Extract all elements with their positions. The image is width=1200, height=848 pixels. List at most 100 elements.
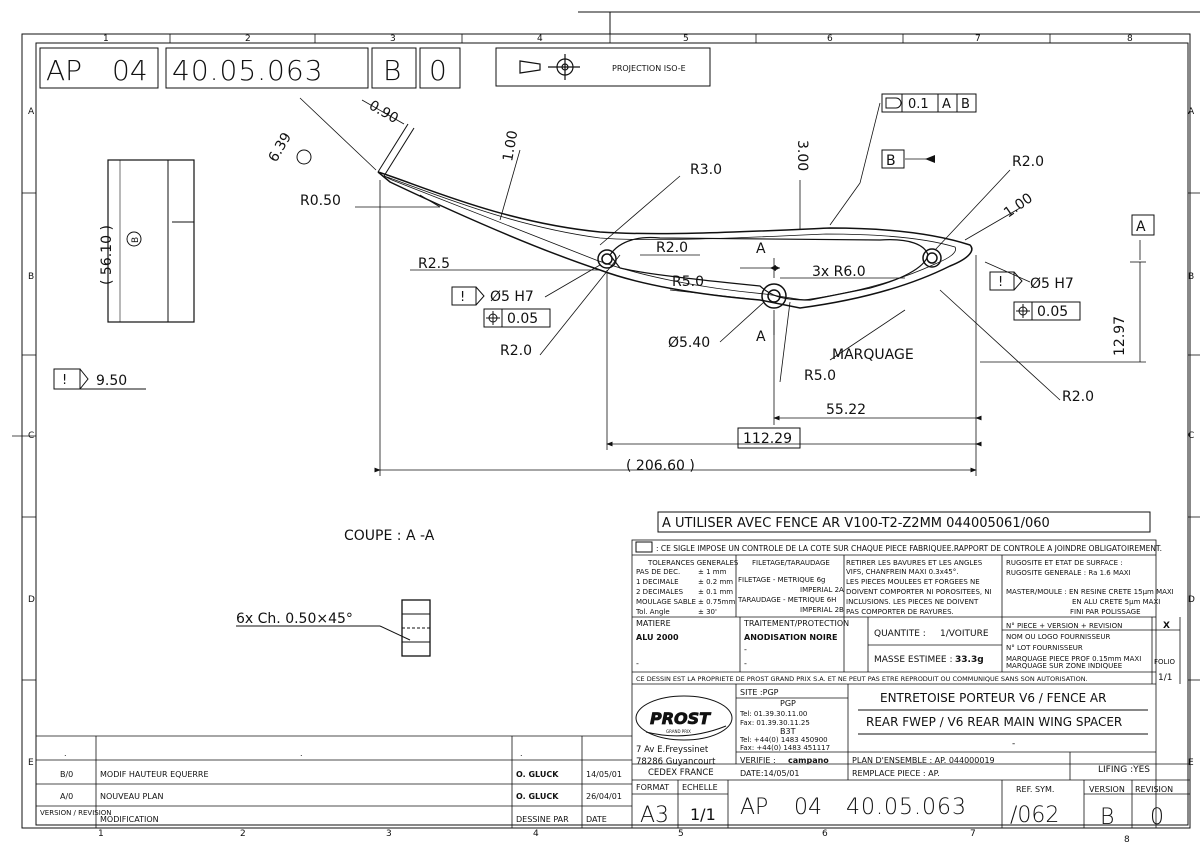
col-label: 5 [683,34,689,44]
filetage-line: IMPERIAL 2A [800,586,844,594]
datum-b-label: B [886,153,896,169]
tol-row-1-val: ± 0.2 mm [698,578,733,586]
traitement-value: ANODISATION NOIRE [744,633,837,642]
rev-modification: MODIF HAUTEUR EQUERRE [100,770,209,779]
rev-h-modification: MODIFICATION [100,815,159,824]
row-label: E [1188,758,1194,768]
matiere-label: MATIERE [636,619,671,628]
tol-row-2-label: 2 DECIMALES [636,588,684,596]
dim-112-29: 112.29 [743,431,792,447]
title-dash: - [1012,739,1015,749]
filetage-line: TARAUDAGE - METRIQUE 6H [737,596,836,604]
version-value: B [1100,805,1114,830]
header-ap: AP [46,54,82,87]
position-icon [486,311,500,325]
marquage-label: MARQUAGE [832,347,914,363]
site-tel1: Tel: 01.39.30.11.00 [739,710,807,718]
svg-text:-: - [744,645,747,654]
filetage-title: FILETAGE/TARAUDAGE [752,559,830,567]
dim-r2-5: R2.5 [418,256,450,272]
col-label: 1 [98,829,104,839]
header-ap-num: 04 [112,54,148,87]
col-label: 4 [533,829,539,839]
row-label: A [28,107,35,117]
row-label: A [1188,107,1195,117]
title-fr: ENTRETOISE PORTEUR V6 / FENCE AR [880,691,1106,705]
rugosite-line: MASTER/MOULE : EN RESINE CRETE 15µm MAXI [1006,588,1174,596]
masse-value: 33.3g [955,655,984,665]
tol-row-3-val: ± 0.75mm [698,598,735,606]
flatness-frame: 0.1 A B [881,93,977,113]
site-fax2: Fax: +44(0) 1483 451117 [740,744,830,752]
col-label: 4 [537,34,543,44]
flatness-value: 0.1 [908,97,929,112]
tol-row-3-label: MOULAGE SABLE [636,598,696,606]
hole-callout-right: ! Ø5 H7 0.05 [989,271,1081,321]
bavures-line: VIFS, CHANFREIN MAXI 0.3x45°. [846,568,959,576]
masse-label: MASSE ESTIMEE : [874,655,952,665]
col-label: 7 [975,34,981,44]
rev-drawn-by: O. GLUCK [516,792,559,801]
column-markers: 1 2 3 4 5 6 7 8 1 2 3 4 5 6 7 8 A B C D … [28,34,1195,845]
header-block: AP 04 40.05.063 B 0 PROJECTION ISO-E [39,47,711,89]
traitement-label: TRAITEMENT/PROTECTION [743,619,849,628]
site-b3t: B3T [780,727,796,736]
col-label: 2 [240,829,246,839]
col-label: 8 [1124,835,1130,845]
hole-left-size: Ø5 H7 [490,289,534,305]
site-fax1: Fax: 01.39.30.11.25 [740,719,810,727]
version-label: VERSION [1089,785,1125,794]
folio-value: 1/1 [1158,673,1172,683]
flatness-datum-a: A [942,97,951,112]
col-label: 3 [386,829,392,839]
dim-206-60: ( 206.60 ) [626,458,695,474]
row-label: E [28,758,34,768]
col-label: 3 [390,34,396,44]
quantite-value: 1/VOITURE [940,629,989,639]
row-label: B [1188,272,1194,282]
row-label: C [1188,431,1194,441]
rev-version: B/0 [60,770,73,779]
revision-table [36,735,632,828]
bavures-line: RETIRER LES BAVURES ET LES ANGLES [846,559,983,567]
datum-a-label: A [1136,219,1146,235]
title-block [631,539,1190,829]
flatness-datum-b: B [961,97,970,112]
logo-tagline: GRAND PRIX [666,729,691,734]
marking-line: N° LOT FOURNISSEUR [1006,644,1083,652]
marking-x: X [1163,621,1170,631]
header-part-number: 40.05.063 [172,54,324,87]
tol-row-2-val: ± 0.1 mm [698,588,733,596]
side-datum-label: B [131,237,141,243]
dim-0-90: 0.90 [366,98,401,127]
col-label: 6 [822,829,828,839]
thickness-note: 9.50 [96,373,127,389]
lifing: LIFING :YES [1098,765,1150,775]
dim-1-00-b: 1.00 [1001,190,1036,221]
hole-callout-left: ! Ø5 H7 0.05 [451,286,551,328]
pos-left-value: 0.05 [507,311,538,327]
rev-version: A/0 [60,792,73,801]
rev-date: 14/05/01 [586,770,622,779]
dim-1-00-a: 1.00 [500,129,521,162]
bottom-ap: AP [740,795,768,820]
sheet-border [21,11,1200,829]
col-label: 7 [970,829,976,839]
bottom-part-number: 40.05.063 [846,795,967,820]
position-icon [1016,304,1030,318]
col-label: 5 [678,829,684,839]
dim-r5-0: R5.0 [672,274,704,290]
marking-line: MARQUAGE SUR ZONE INDIQUEE [1006,662,1122,670]
header-version: B [383,54,401,87]
verifie-value: campano [788,756,829,765]
rugosite-line: RUGOSITE ET ETAT DE SURFACE : [1006,559,1123,567]
company-addr2: 78286 Guyancourt [636,757,716,767]
prost-logo: PROST GRAND PRIX [635,695,733,741]
bavures-line: DOIVENT COMPORTER NI POROSITEES, NI [846,588,992,596]
site-tel2: Tel: +44(0) 1483 450900 [739,736,828,744]
folio-label: FOLIO [1154,658,1176,666]
dim-r2-0-tr: R2.0 [1012,154,1044,170]
quantite-label: QUANTITE : [874,629,926,639]
svg-text:.: . [520,749,523,758]
dim-112-29-box: 112.29 [737,427,801,449]
